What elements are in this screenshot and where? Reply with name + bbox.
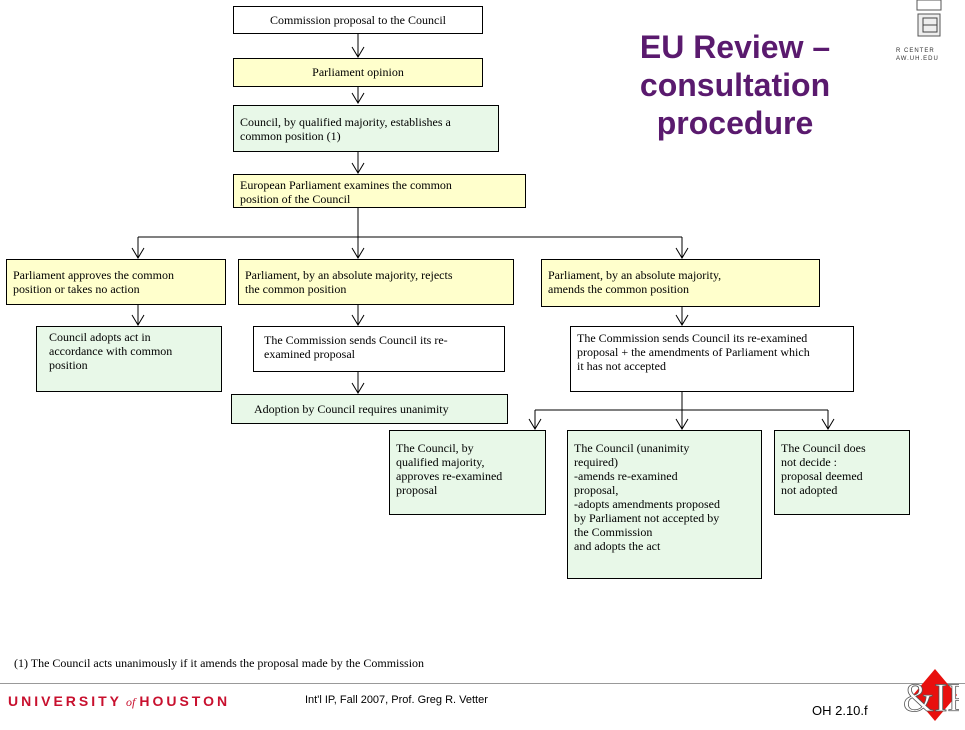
footer-divider (0, 683, 965, 684)
center-label: R CENTER AW.UH.EDU (896, 48, 939, 62)
box-parliament-examines: European Parliament examines the common … (233, 174, 526, 208)
box-unanimity: Adoption by Council requires unanimity (231, 394, 508, 424)
arrowhead (131, 314, 145, 326)
logo-ampersand: &IP (903, 675, 959, 720)
arrowhead (675, 247, 689, 259)
box-council-unanimity: The Council (unanimity required) -amends… (567, 430, 762, 579)
box-council-qualified-majority: The Council, by qualified majority, appr… (389, 430, 546, 515)
box-commission-reexamined: The Commission sends Council its re- exa… (253, 326, 505, 372)
arrowhead (131, 247, 145, 259)
seal-icon (916, 0, 942, 37)
arrowhead (351, 314, 365, 326)
slide-number: OH 2.10.f (812, 703, 868, 718)
course-label: Int'l IP, Fall 2007, Prof. Greg R. Vette… (305, 694, 488, 706)
footnote: (1) The Council acts unanimously if it a… (14, 656, 425, 670)
box-commission-proposal: Commission proposal to the Council (233, 6, 483, 34)
arrowhead (351, 382, 365, 394)
box-council-adopts: Council adopts act in accordance with co… (36, 326, 222, 392)
logo-university: UNIVERSITY (8, 693, 123, 709)
box-parliament-amends: Parliament, by an absolute majority, ame… (541, 259, 820, 307)
logo-houston: HOUSTON (139, 693, 231, 709)
logo-of: of (126, 695, 136, 709)
arrowhead (351, 162, 365, 174)
box-commission-amendments: The Commission sends Council its re-exam… (570, 326, 854, 392)
arrowhead (675, 314, 689, 326)
box-council-no-decision: The Council does not decide : proposal d… (774, 430, 910, 515)
box-parliament-rejects: Parliament, by an absolute majority, rej… (238, 259, 514, 305)
arrowhead (528, 418, 542, 430)
slide-title: EU Review – consultation procedure (639, 29, 831, 141)
arrowhead (351, 247, 365, 259)
arrowhead (351, 46, 365, 58)
box-parliament-approves: Parliament approves the common position … (6, 259, 226, 305)
arrowhead (351, 92, 365, 104)
arrowhead (821, 418, 835, 430)
box-parliament-opinion: Parliament opinion (233, 58, 483, 87)
box-council-common-position: Council, by qualified majority, establis… (233, 105, 499, 152)
ip-logo-icon: &IP (903, 669, 959, 721)
arrowhead (675, 418, 689, 430)
